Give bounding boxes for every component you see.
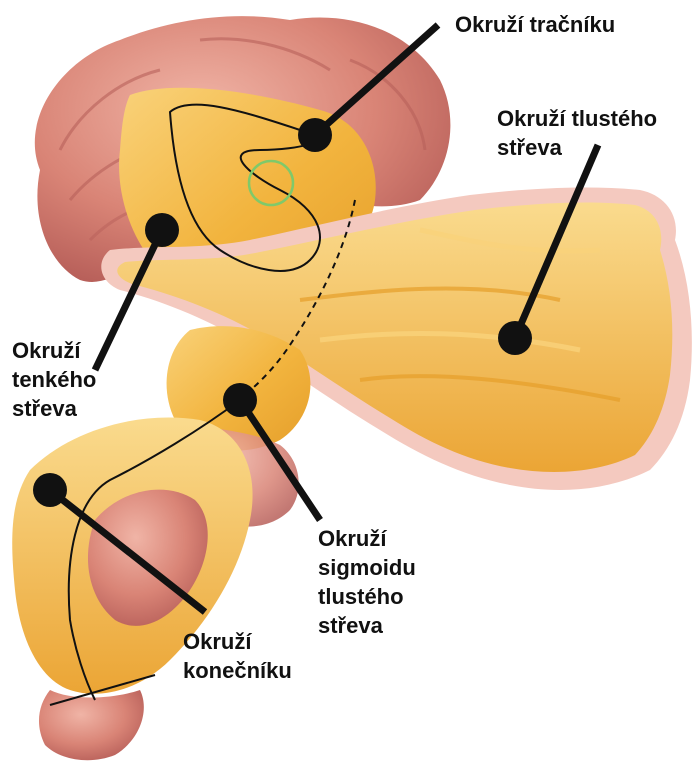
label-sigmoid: Okruží sigmoidu tlustého střeva: [318, 526, 422, 638]
label-colon: Okruží tračníku: [455, 12, 615, 37]
label-rectum: Okruží konečníku: [183, 629, 292, 683]
label-large-intestine: Okruží tlustého střeva: [497, 106, 663, 160]
label-small-intestine: Okruží tenkého střeva: [12, 338, 102, 421]
